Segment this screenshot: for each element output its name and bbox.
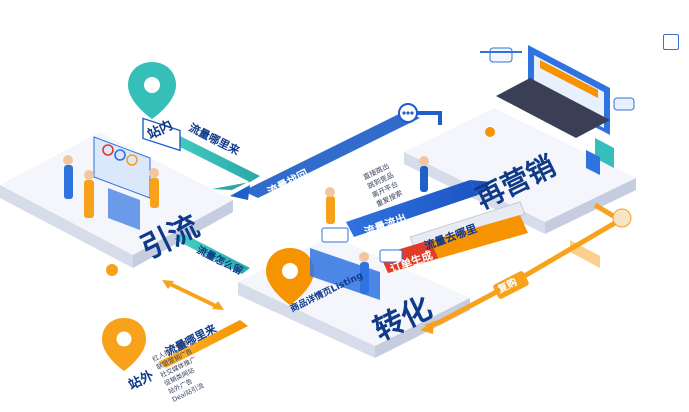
zaiyingxiao-scene (419, 45, 635, 268)
exit-icon[interactable] (663, 34, 679, 50)
traffic-in-offsite-band (158, 320, 248, 368)
orange-link (162, 280, 224, 310)
traffic-in-onsite-band (158, 130, 260, 190)
location-pin-icon (266, 248, 314, 305)
zhanwai-label: 站外 (126, 368, 156, 394)
traffic-outflow-band (346, 180, 492, 237)
order-generate-band (380, 215, 528, 273)
traffic-retain-band (174, 233, 250, 274)
yinliu-scene (63, 136, 159, 276)
location-pin-icon (102, 318, 146, 371)
outflow-note-list: 直接跳出 跳到竞品 离开平台 重复搜索 (362, 161, 404, 208)
traffic-retain-label: 流量怎么留 (195, 243, 245, 277)
traffic-return-band (230, 103, 442, 200)
zhuanhua-scene (310, 187, 403, 300)
location-pin-icon (128, 62, 181, 152)
recall-band (420, 202, 625, 334)
